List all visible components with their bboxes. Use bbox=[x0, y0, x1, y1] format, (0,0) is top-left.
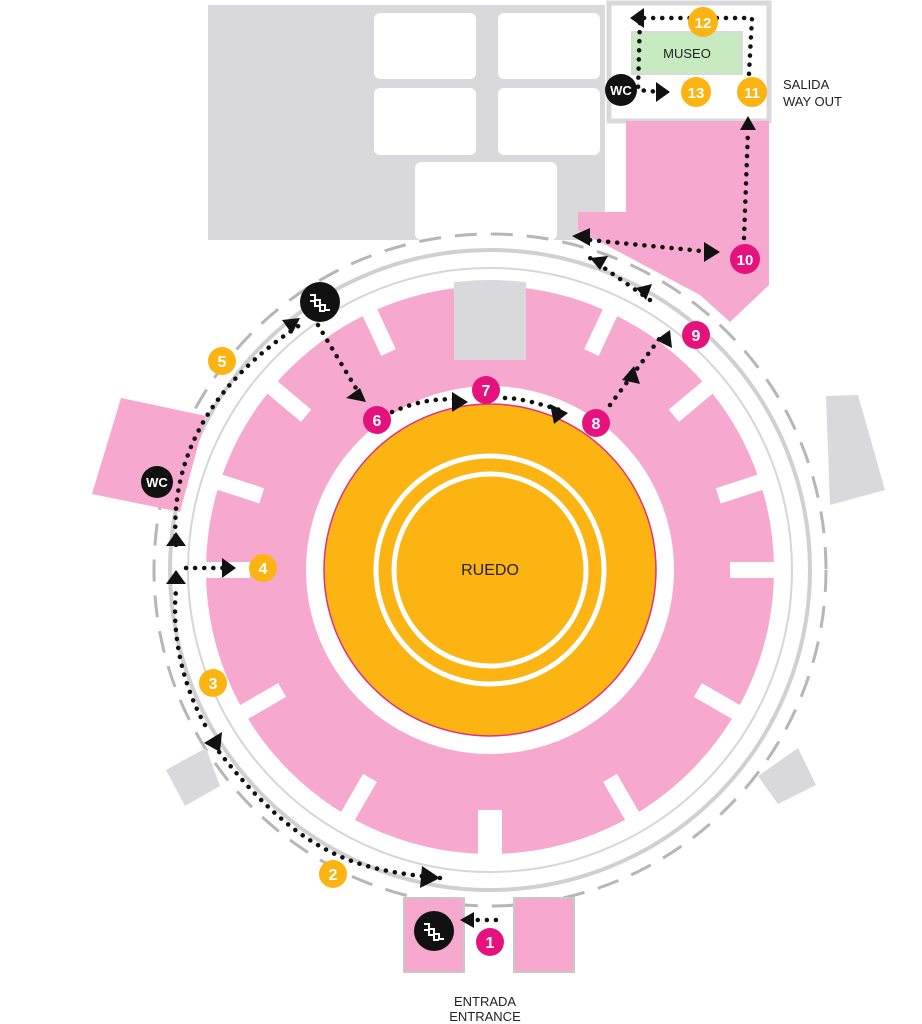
stop-2-label: 2 bbox=[329, 867, 338, 884]
wc-icon bbox=[141, 466, 173, 498]
stop-2-marker[interactable]: 2 bbox=[319, 860, 347, 888]
arrow-18 bbox=[630, 8, 644, 28]
stairs-entrance-marker[interactable] bbox=[414, 911, 454, 951]
stop-11-label: 11 bbox=[744, 85, 760, 102]
building-block bbox=[208, 5, 605, 240]
arrow-11 bbox=[622, 366, 640, 384]
arrow-10 bbox=[550, 404, 568, 424]
wc-west-label: WC bbox=[146, 475, 168, 490]
stop-5-label: 5 bbox=[218, 354, 227, 371]
museo-room bbox=[631, 31, 743, 75]
stop-10-marker[interactable]: 10 bbox=[730, 244, 760, 274]
stop-9-label: 9 bbox=[692, 328, 701, 345]
ruedo-label: RUEDO bbox=[461, 562, 519, 579]
arrow-4 bbox=[166, 570, 186, 584]
wc-west-marker[interactable]: WC bbox=[141, 466, 173, 498]
exit-label-en: WAY OUT bbox=[783, 94, 842, 109]
arrow-16 bbox=[704, 242, 720, 262]
stop-1-marker[interactable]: 1 bbox=[476, 928, 504, 956]
stop-4-marker[interactable]: 4 bbox=[249, 554, 277, 582]
arrow-8 bbox=[346, 388, 366, 402]
stop-4-label: 4 bbox=[259, 561, 268, 578]
arrow-7 bbox=[282, 318, 300, 334]
stop-3-label: 3 bbox=[209, 676, 218, 693]
stop-8-label: 8 bbox=[592, 416, 601, 433]
arrow-2 bbox=[420, 866, 440, 888]
stop-6-label: 6 bbox=[373, 413, 382, 430]
exit-label-es: SALIDA bbox=[783, 77, 830, 92]
stairs-icon bbox=[424, 923, 444, 941]
arrow-15 bbox=[572, 228, 590, 246]
stop-13-marker[interactable]: 13 bbox=[681, 77, 711, 107]
stop-12-label: 12 bbox=[695, 15, 712, 32]
wc-icon bbox=[605, 74, 637, 106]
stop-7-label: 7 bbox=[482, 383, 491, 400]
stop-7-marker[interactable]: 7 bbox=[472, 376, 500, 404]
stop-11-marker[interactable]: 11 bbox=[737, 77, 767, 107]
museo-label: MUSEO bbox=[663, 46, 711, 61]
arrow-3 bbox=[204, 732, 222, 752]
stop-6-marker[interactable]: 6 bbox=[363, 406, 391, 434]
arrow-9 bbox=[452, 392, 468, 412]
entrance-label-es: ENTRADA bbox=[454, 994, 516, 1009]
stop-12-marker[interactable]: 12 bbox=[688, 7, 718, 37]
stop-13-label: 13 bbox=[688, 85, 705, 102]
stairs-icon bbox=[310, 294, 330, 312]
stop-5-marker[interactable]: 5 bbox=[208, 347, 236, 375]
arrow-19 bbox=[656, 82, 670, 102]
arrow-5 bbox=[166, 532, 186, 546]
stop-1-label: 1 bbox=[486, 935, 495, 952]
wc-museum-label: WC bbox=[610, 83, 632, 98]
ruedo-arena: RUEDO bbox=[314, 394, 666, 746]
arrow-6 bbox=[222, 558, 236, 578]
stop-10-label: 10 bbox=[737, 252, 754, 269]
wc-museum-marker[interactable]: WC bbox=[605, 74, 637, 106]
arrow-14 bbox=[590, 256, 608, 270]
entrance-label-en: ENTRANCE bbox=[449, 1009, 521, 1024]
arrow-17 bbox=[740, 116, 756, 130]
arrow-12 bbox=[656, 330, 672, 348]
stairs-north-marker[interactable] bbox=[300, 282, 340, 322]
stop-8-marker[interactable]: 8 bbox=[582, 409, 610, 437]
seating-ring bbox=[200, 280, 780, 973]
tour-path bbox=[166, 8, 756, 928]
arrow-13 bbox=[636, 284, 652, 300]
stop-9-marker[interactable]: 9 bbox=[682, 321, 710, 349]
arrow-1 bbox=[460, 912, 474, 928]
stop-3-marker[interactable]: 3 bbox=[199, 669, 227, 697]
